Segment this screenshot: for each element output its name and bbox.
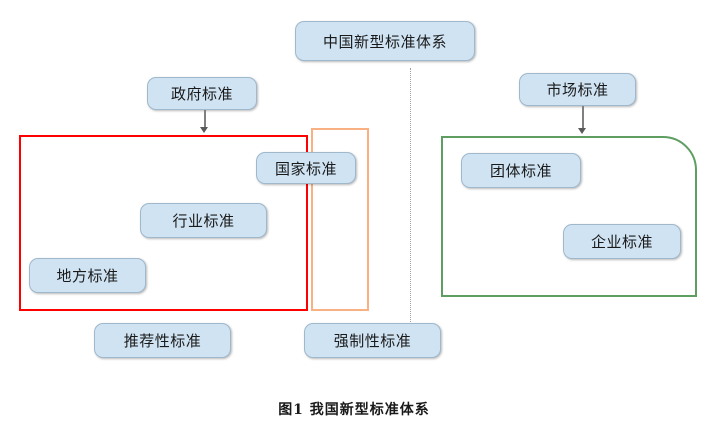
market-standards-region <box>441 136 697 297</box>
arrow-down-icon-market <box>578 128 586 134</box>
connector-government-to-region <box>204 110 206 129</box>
node-national-standards[interactable]: 国家标准 <box>256 152 356 184</box>
node-enterprise-standards[interactable]: 企业标准 <box>563 224 681 259</box>
sector-divider <box>410 68 411 324</box>
parent-node-market[interactable]: 市场标准 <box>519 73 636 106</box>
footer-node-mandatory-standards[interactable]: 强制性标准 <box>304 323 441 358</box>
footer-node-recommended-standards[interactable]: 推荐性标准 <box>94 323 231 358</box>
parent-node-government-label: 政府标准 <box>170 85 233 103</box>
footer-node-recommended-standards-label: 推荐性标准 <box>123 332 202 350</box>
node-national-standards-label: 国家标准 <box>274 159 337 178</box>
node-association-standards-label: 团体标准 <box>489 162 552 180</box>
footer-node-mandatory-standards-label: 强制性标准 <box>333 332 412 350</box>
root-node-china-new-standard-system[interactable]: 中国新型标准体系 <box>295 21 475 61</box>
mandatory-standards-region <box>311 128 369 311</box>
node-enterprise-standards-label: 企业标准 <box>590 233 653 251</box>
parent-node-government[interactable]: 政府标准 <box>147 77 257 110</box>
node-association-standards[interactable]: 团体标准 <box>461 153 581 188</box>
node-industry-standards-label: 行业标准 <box>172 212 235 230</box>
node-local-standards-label: 地方标准 <box>56 267 119 285</box>
figure-caption: 图1 我国新型标准体系 <box>278 402 430 418</box>
recommended-standards-region <box>19 135 308 311</box>
connector-market-to-region <box>582 106 584 130</box>
node-industry-standards[interactable]: 行业标准 <box>140 203 267 238</box>
node-local-standards[interactable]: 地方标准 <box>29 258 146 293</box>
parent-node-market-label: 市场标准 <box>546 81 609 99</box>
arrow-down-icon-government <box>200 127 208 133</box>
root-node-label: 中国新型标准体系 <box>322 32 447 51</box>
